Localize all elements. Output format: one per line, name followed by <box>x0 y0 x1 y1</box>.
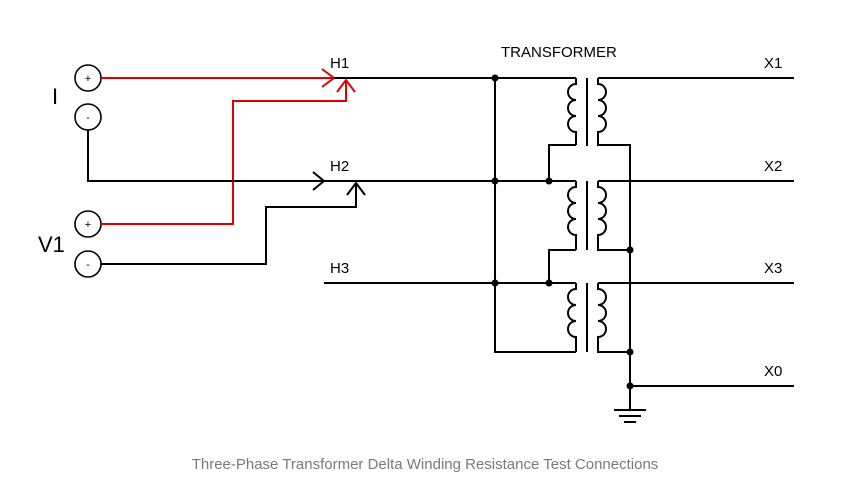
voltage-plus-lead <box>101 78 356 225</box>
current-plus-sign: + <box>85 73 91 85</box>
terminal-h3-label: H3 <box>330 260 349 277</box>
terminal-x2-label: X2 <box>764 158 782 175</box>
junction-h1 <box>491 74 499 82</box>
figure-caption: Three-Phase Transformer Delta Winding Re… <box>191 456 659 473</box>
current-minus-sign: - <box>86 112 90 124</box>
junction-delta-2 <box>545 279 553 287</box>
current-plus-lead <box>101 68 336 88</box>
primary-coil-2 <box>567 181 577 250</box>
voltage-source-label: V1 <box>38 232 65 257</box>
voltage-plus-sign: + <box>85 219 91 231</box>
voltage-source: V1 + - <box>38 210 102 278</box>
voltage-minus-lead <box>101 181 366 265</box>
primary-coil-1 <box>567 78 577 145</box>
ground-icon <box>614 386 646 423</box>
junction-neutral-2 <box>626 348 634 356</box>
secondary-coil-1 <box>597 78 631 386</box>
secondary-coil-2 <box>597 181 630 251</box>
current-source-label: I <box>52 84 58 109</box>
current-minus-lead <box>87 130 326 191</box>
terminal-x1-label: X1 <box>764 55 782 72</box>
junction-delta-1 <box>545 177 553 185</box>
terminal-h1-label: H1 <box>330 55 349 72</box>
secondary-windings <box>597 77 794 390</box>
junction-h3 <box>491 279 499 287</box>
terminal-x0-label: X0 <box>764 363 782 380</box>
terminal-x3-label: X3 <box>764 260 782 277</box>
terminal-h2-label: H2 <box>330 158 349 175</box>
primary-coil-3 <box>567 283 577 352</box>
junction-h2 <box>491 177 499 185</box>
primary-windings <box>324 74 577 353</box>
transformer-title: TRANSFORMER <box>501 44 617 61</box>
voltage-minus-sign: - <box>86 259 90 271</box>
junction-neutral-1 <box>626 246 634 254</box>
secondary-coil-3 <box>597 283 630 353</box>
current-source: I + - <box>52 64 102 131</box>
